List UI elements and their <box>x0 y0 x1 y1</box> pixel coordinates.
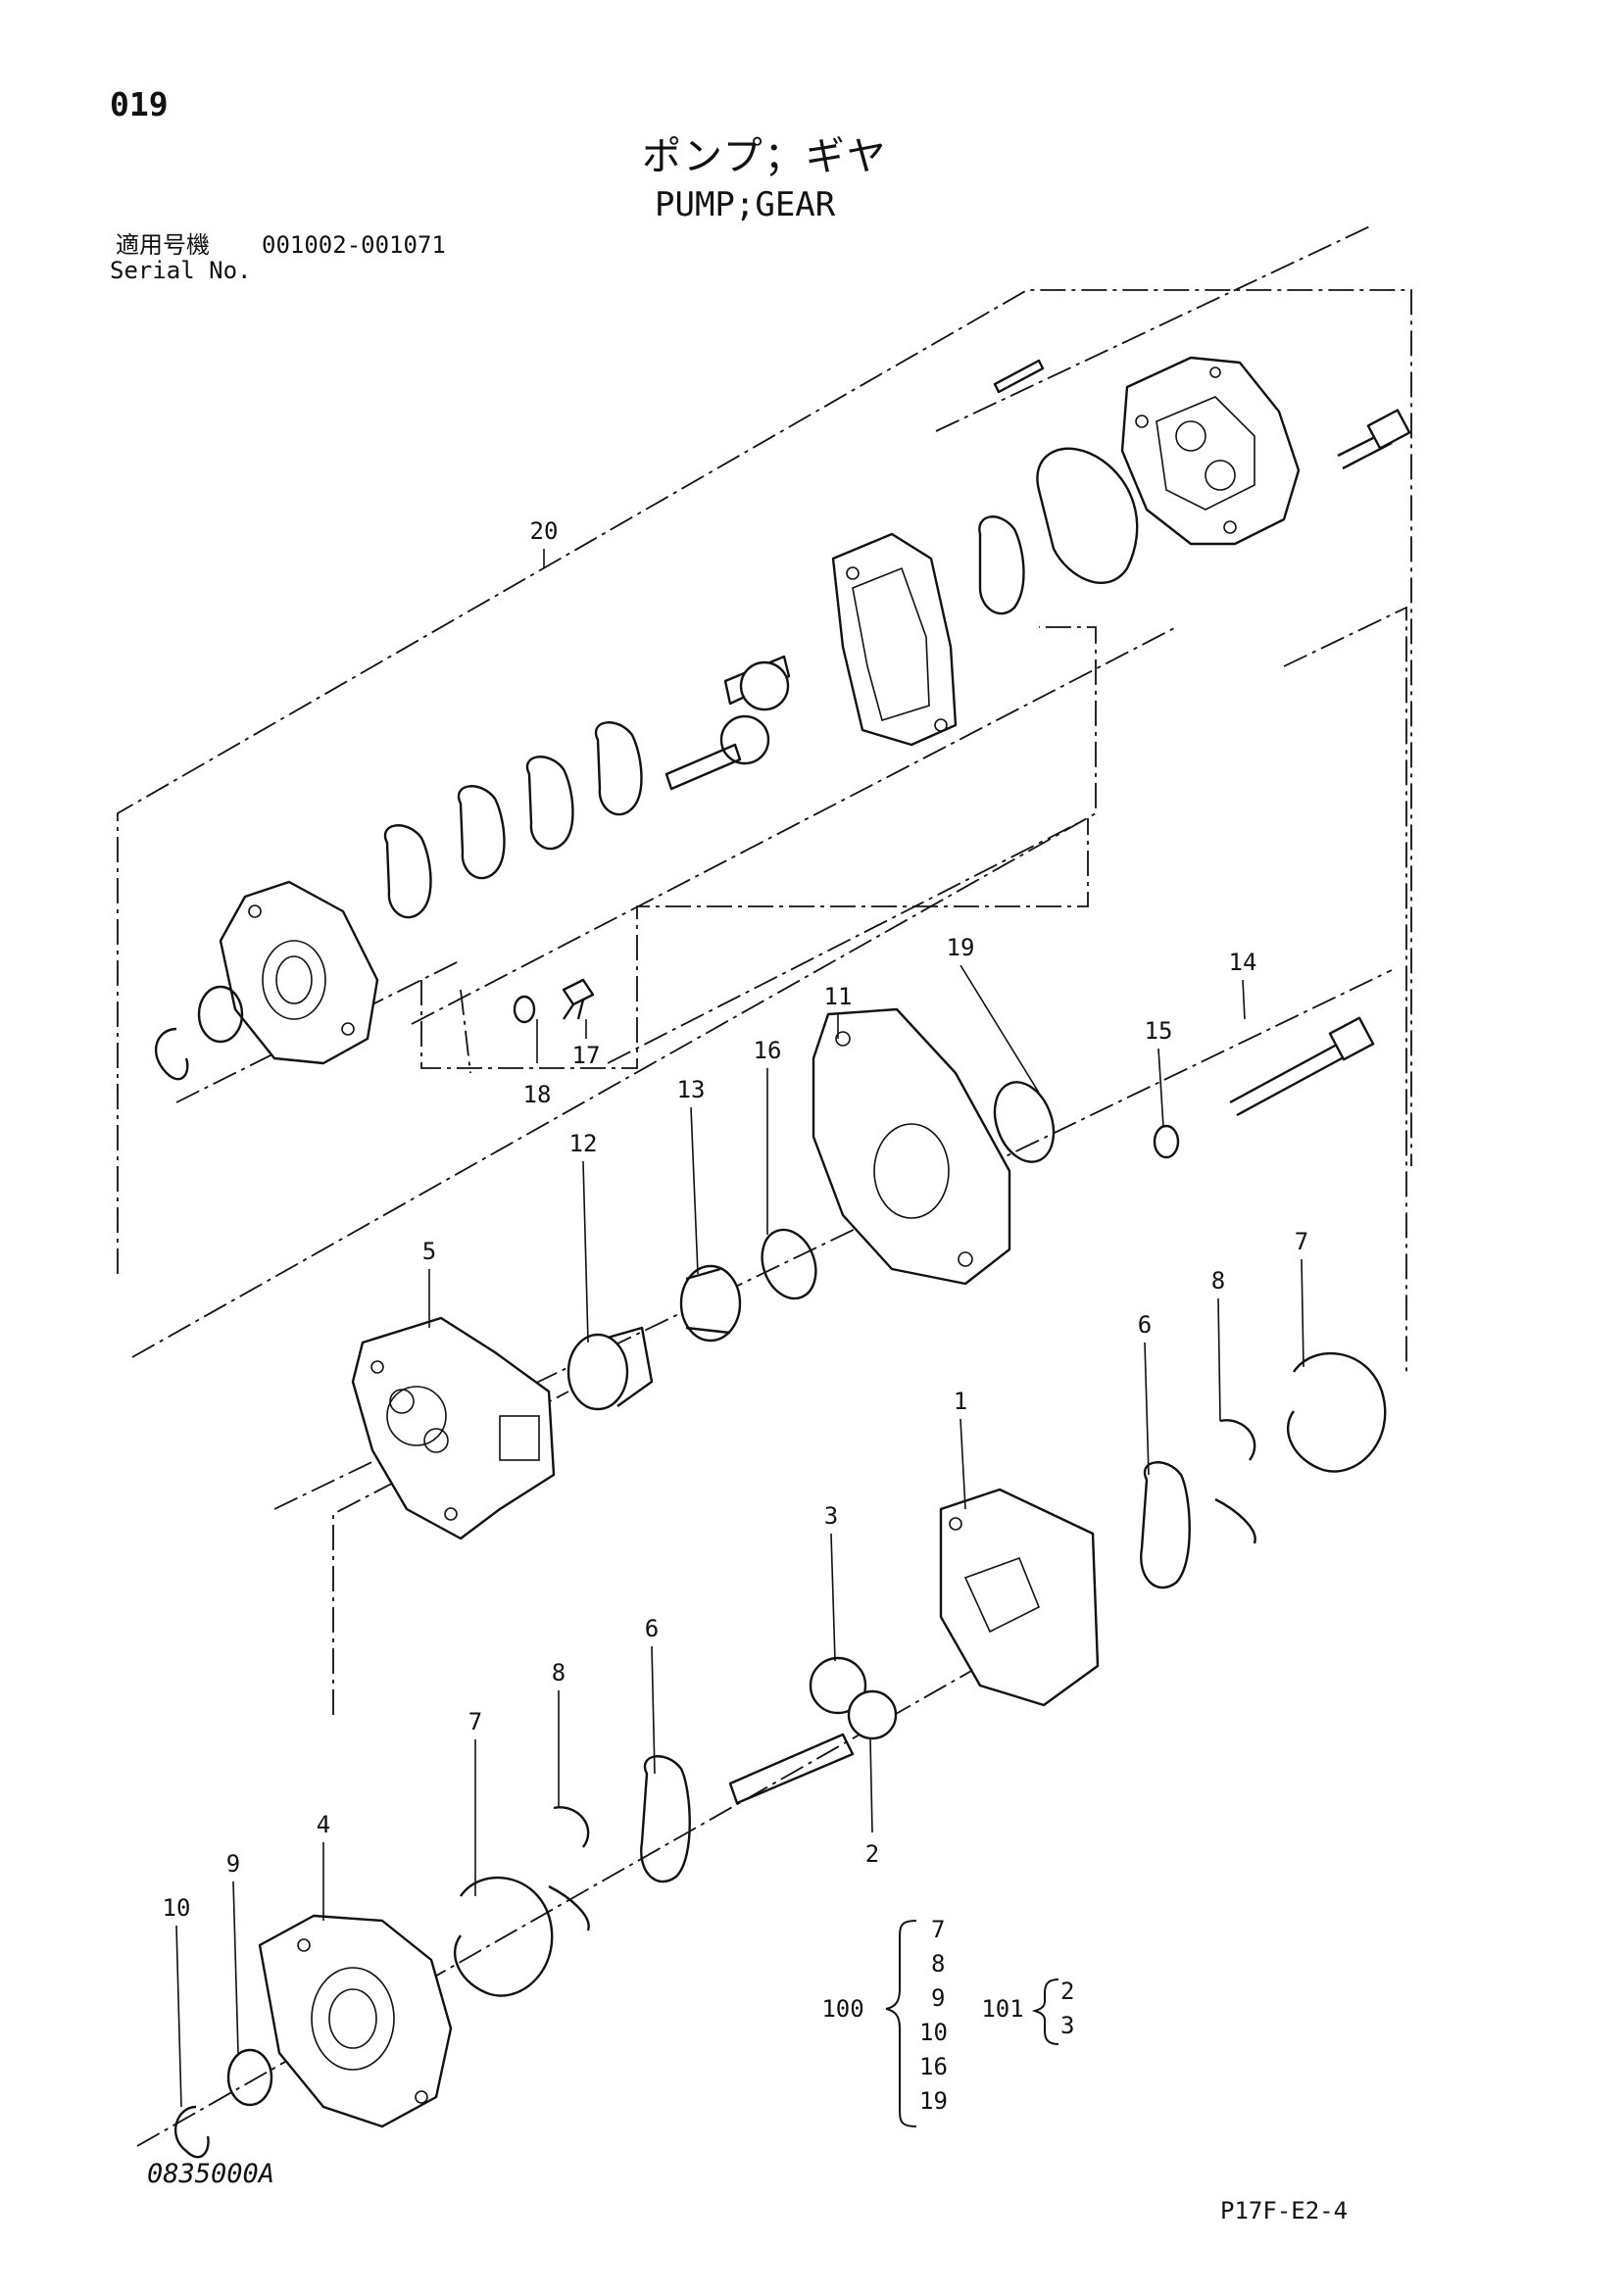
kit-100-item-1: 7 <box>931 1916 945 1943</box>
front-cover-4 <box>258 1914 453 2128</box>
kit-101-item-1: 2 <box>1060 1978 1074 2005</box>
page-code: P17F-E2-4 <box>1220 2197 1349 2224</box>
callout-8-left: 8 <box>552 1659 566 1686</box>
page-title-japanese: ポンプ；ギヤ <box>642 134 888 179</box>
bolt-14 <box>1229 1016 1375 1117</box>
serial-label: Serial No. <box>110 257 252 284</box>
wear-plate <box>978 515 1025 615</box>
washer-18 <box>513 995 536 1024</box>
snap-ring-upper <box>155 1027 189 1081</box>
callout-1: 1 <box>954 1388 967 1415</box>
cover-5 <box>351 1316 556 1540</box>
callout-7-left: 7 <box>468 1708 482 1735</box>
page-title: PUMP;GEAR <box>655 185 836 224</box>
callout-6-left: 6 <box>645 1615 659 1642</box>
front-cover-upper <box>219 880 379 1065</box>
callout-13: 13 <box>677 1076 706 1103</box>
clip-8-left <box>548 1806 590 1931</box>
side-plate-d <box>383 824 432 919</box>
backup-ring-7-left <box>453 1876 554 1997</box>
kit-100: 100 7 8 9 10 16 19 <box>821 1916 948 2127</box>
callout-5: 5 <box>422 1238 436 1265</box>
plug-17 <box>562 978 595 1020</box>
plate-6-left <box>640 1755 691 1883</box>
dowel-pin <box>993 359 1045 394</box>
kit-100-brace <box>885 1920 917 2127</box>
callout-12: 12 <box>569 1130 598 1157</box>
plate-6-right <box>1140 1461 1191 1589</box>
serial-label-japanese: 適用号機 <box>116 231 210 259</box>
leader-lines <box>175 549 1304 2108</box>
page-number: 019 <box>110 85 169 123</box>
callout-15: 15 <box>1145 1017 1173 1045</box>
body-1 <box>939 1488 1100 1707</box>
callout-7-right: 7 <box>1295 1228 1308 1255</box>
callout-3: 3 <box>824 1502 838 1530</box>
callout-2: 2 <box>865 1840 879 1868</box>
oil-seal-upper <box>197 985 244 1044</box>
side-plate-c <box>457 785 506 880</box>
callout-6-right: 6 <box>1138 1311 1152 1339</box>
bolt <box>1337 409 1411 470</box>
washer-15 <box>1153 1124 1180 1159</box>
callout-8-right: 8 <box>1211 1267 1225 1295</box>
serial-range: 001002-001071 <box>262 231 446 259</box>
gear-pair-upper <box>664 655 791 791</box>
clip-8-right <box>1214 1419 1256 1544</box>
drawing-code: 0835000A <box>147 2159 275 2189</box>
kit-100-item-5: 16 <box>919 2053 948 2080</box>
kit-100-item-2: 8 <box>931 1950 945 1978</box>
kit-100-label: 100 <box>821 1995 863 2023</box>
snap-ring-10 <box>174 2105 210 2159</box>
o-ring-large <box>1036 447 1139 585</box>
kit-101: 101 2 3 <box>981 1978 1074 2045</box>
callout-17: 17 <box>572 1042 601 1069</box>
gear-pair-lower <box>728 1656 898 1805</box>
callout-9: 9 <box>226 1850 240 1878</box>
o-ring-19 <box>993 1081 1056 1163</box>
o-ring-16 <box>761 1228 817 1300</box>
callout-16: 16 <box>754 1037 782 1064</box>
callout-18: 18 <box>523 1081 552 1108</box>
kit-100-item-3: 9 <box>931 1984 945 2012</box>
callout-14: 14 <box>1229 949 1257 976</box>
bushing-13 <box>679 1264 742 1343</box>
kit-100-item-4: 10 <box>919 2019 948 2046</box>
callout-11: 11 <box>824 983 853 1010</box>
kit-100-item-6: 19 <box>919 2087 948 2115</box>
callout-4: 4 <box>317 1811 330 1838</box>
side-plate-b <box>525 756 574 851</box>
flange-11 <box>812 1007 1011 1286</box>
gear-housing-upper <box>831 532 958 747</box>
callout-19: 19 <box>947 934 975 961</box>
kit-101-brace <box>1031 1978 1059 2045</box>
callout-10: 10 <box>163 1894 191 1922</box>
bushing-12 <box>566 1326 654 1411</box>
oil-seal-9 <box>226 2048 273 2107</box>
kit-101-item-2: 3 <box>1060 2012 1074 2039</box>
callout-20: 20 <box>530 517 559 545</box>
rear-cover <box>1120 356 1301 546</box>
callout-labels: 20 19 11 16 13 12 14 15 17 18 5 7 8 6 1 … <box>163 517 1309 1922</box>
kit-101-label: 101 <box>981 1995 1023 2023</box>
backup-ring-7-right <box>1286 1351 1387 1473</box>
side-plate-a <box>594 721 643 816</box>
